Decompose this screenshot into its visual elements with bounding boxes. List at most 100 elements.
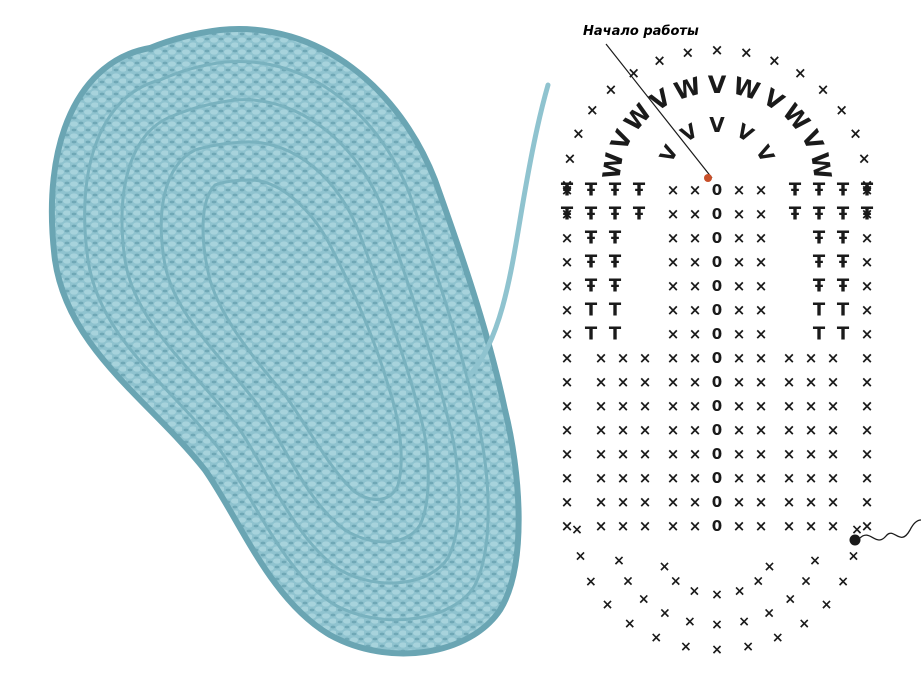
single-crochet-stitch: × <box>564 150 577 168</box>
single-crochet-stitch: × <box>827 397 840 415</box>
single-crochet-stitch: × <box>711 642 723 658</box>
half-double-stitch: T <box>813 324 826 345</box>
single-crochet-stitch: × <box>561 205 574 223</box>
single-crochet-stitch: × <box>667 397 680 415</box>
single-crochet-stitch: × <box>667 229 680 247</box>
chain-stitch: 0 <box>712 517 722 535</box>
single-crochet-stitch: × <box>783 469 796 487</box>
single-crochet-stitch: × <box>602 597 614 613</box>
single-crochet-stitch: × <box>848 549 860 565</box>
half-double-stitch: T <box>837 324 850 345</box>
double-crochet-stitch: Ŧ <box>837 228 850 249</box>
single-crochet-stitch: × <box>561 301 574 319</box>
single-crochet-stitch: × <box>861 373 874 391</box>
single-crochet-stitch: × <box>742 639 754 655</box>
double-crochet-stitch: Ŧ <box>633 204 646 225</box>
increase-stitch: V <box>751 141 780 167</box>
single-crochet-stitch: × <box>639 421 652 439</box>
single-crochet-stitch: × <box>733 397 746 415</box>
single-crochet-stitch: × <box>755 397 768 415</box>
single-crochet-stitch: × <box>605 81 618 99</box>
chain-stitch: 0 <box>712 181 722 199</box>
single-crochet-stitch: × <box>861 349 874 367</box>
single-crochet-stitch: × <box>827 373 840 391</box>
single-crochet-stitch: × <box>821 597 833 613</box>
single-crochet-stitch: × <box>798 616 810 632</box>
single-crochet-stitch: × <box>861 325 874 343</box>
single-crochet-stitch: × <box>561 176 574 194</box>
single-crochet-stitch: × <box>805 349 818 367</box>
single-crochet-stitch: × <box>639 493 652 511</box>
increase-stitch: V <box>654 141 683 167</box>
single-crochet-stitch: × <box>639 397 652 415</box>
single-crochet-stitch: × <box>783 373 796 391</box>
single-crochet-stitch: × <box>755 277 768 295</box>
single-crochet-stitch: × <box>689 301 702 319</box>
chain-stitch: 0 <box>712 301 722 319</box>
single-crochet-stitch: × <box>667 445 680 463</box>
single-crochet-stitch: × <box>689 325 702 343</box>
single-crochet-stitch: × <box>805 517 818 535</box>
chain-stitch: 0 <box>712 229 722 247</box>
single-crochet-stitch: × <box>650 630 662 646</box>
single-crochet-stitch: × <box>689 349 702 367</box>
single-crochet-stitch: × <box>561 373 574 391</box>
single-crochet-stitch: × <box>638 591 650 607</box>
single-crochet-stitch: × <box>667 277 680 295</box>
single-crochet-stitch: × <box>733 325 746 343</box>
single-crochet-stitch: × <box>689 493 702 511</box>
increase-stitch: W <box>730 72 763 106</box>
single-crochet-stitch: × <box>667 349 680 367</box>
sole-outline <box>52 29 519 653</box>
single-crochet-stitch: × <box>755 229 768 247</box>
single-crochet-stitch: × <box>689 229 702 247</box>
increase-stitch: V <box>709 113 725 137</box>
single-crochet-stitch: × <box>805 493 818 511</box>
single-crochet-stitch: × <box>835 101 848 119</box>
single-crochet-stitch: × <box>689 181 702 199</box>
double-crochet-stitch: Ŧ <box>585 252 598 273</box>
increase-stitch: V <box>676 118 702 147</box>
single-crochet-stitch: × <box>561 253 574 271</box>
single-crochet-stitch: × <box>783 517 796 535</box>
single-crochet-stitch: × <box>858 150 871 168</box>
single-crochet-stitch: × <box>733 253 746 271</box>
single-crochet-stitch: × <box>827 445 840 463</box>
single-crochet-stitch: × <box>613 553 625 569</box>
single-crochet-stitch: × <box>667 253 680 271</box>
chain-stitch: 0 <box>712 397 722 415</box>
yarn-end-dot <box>850 535 861 546</box>
single-crochet-stitch: × <box>755 349 768 367</box>
single-crochet-stitch: × <box>639 373 652 391</box>
single-crochet-stitch: × <box>689 373 702 391</box>
single-crochet-stitch: × <box>809 553 821 569</box>
single-crochet-stitch: × <box>617 517 630 535</box>
single-crochet-stitch: × <box>800 574 812 590</box>
increase-stitch: W <box>671 72 704 106</box>
single-crochet-stitch: × <box>752 573 764 589</box>
half-double-stitch: T <box>609 324 622 345</box>
single-crochet-stitch: × <box>667 181 680 199</box>
single-crochet-stitch: × <box>711 617 723 633</box>
single-crochet-stitch: × <box>733 349 746 367</box>
double-crochet-stitch: Ŧ <box>813 228 826 249</box>
single-crochet-stitch: × <box>861 421 874 439</box>
single-crochet-stitch: × <box>561 445 574 463</box>
half-double-stitch: T <box>585 324 598 345</box>
single-crochet-stitch: × <box>837 574 849 590</box>
single-crochet-stitch: × <box>639 445 652 463</box>
single-crochet-stitch: × <box>689 445 702 463</box>
single-crochet-stitch: × <box>817 81 830 99</box>
single-crochet-stitch: × <box>667 469 680 487</box>
single-crochet-stitch: × <box>617 493 630 511</box>
single-crochet-stitch: × <box>572 124 585 142</box>
single-crochet-stitch: × <box>561 277 574 295</box>
single-crochet-stitch: × <box>805 469 818 487</box>
single-crochet-stitch: × <box>755 421 768 439</box>
double-crochet-stitch: Ŧ <box>609 204 622 225</box>
single-crochet-stitch: × <box>861 176 874 194</box>
single-crochet-stitch: × <box>595 349 608 367</box>
increase-stitch: V <box>732 118 758 147</box>
single-crochet-stitch: × <box>561 229 574 247</box>
